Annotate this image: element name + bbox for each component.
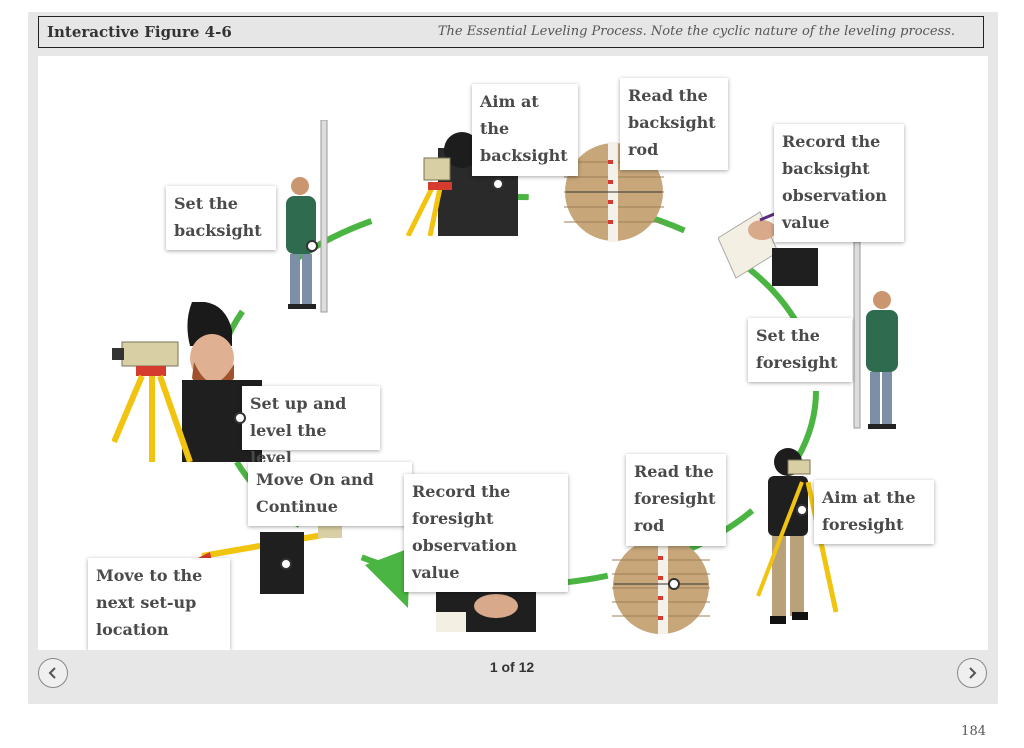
setup-level-observer-photo <box>112 302 262 462</box>
move-on-photo <box>198 526 342 594</box>
aim-foresight-observer-photo <box>756 448 839 624</box>
next-button[interactable] <box>957 658 987 688</box>
foresight-rod-reading-photo <box>612 540 710 634</box>
page-number: 184 <box>961 724 986 739</box>
step-aim-backsight[interactable]: Aim at the backsight <box>472 84 578 176</box>
step-marker-setup-level[interactable] <box>234 412 246 424</box>
step-move-on[interactable]: Move On and Continue <box>248 462 412 526</box>
step-set-backsight[interactable]: Set the backsight <box>166 186 276 250</box>
step-aim-foresight[interactable]: Aim at the foresight <box>814 480 934 544</box>
chevron-right-icon <box>969 667 977 679</box>
step-record-foresight[interactable]: Record the foresight observation value <box>404 474 568 592</box>
step-record-backsight[interactable]: Record the backsight observation value <box>774 124 904 242</box>
figure-caption: The Essential Leveling Process. Note the… <box>437 24 955 39</box>
step-read-foresight[interactable]: Read the foresight rod <box>626 454 726 546</box>
step-setup-level[interactable]: Set up and level the level <box>242 386 380 467</box>
step-marker-aim-backsight[interactable] <box>492 178 504 190</box>
slide-counter: 1 of 12 <box>489 659 535 675</box>
step-marker-read-foresight[interactable] <box>668 578 680 590</box>
step-move-next[interactable]: Move to the next set-up location <box>88 558 230 650</box>
step-read-backsight[interactable]: Read the backsight rod <box>620 78 728 170</box>
figure-header: Interactive Figure 4-6 The Essential Lev… <box>38 16 984 48</box>
figure-title: Interactive Figure 4-6 <box>47 23 232 41</box>
figure-canvas: Aim at the backsight Read the backsight … <box>38 56 988 650</box>
backsight-rod-person-photo <box>286 120 328 313</box>
record-backsight-photo <box>718 208 818 286</box>
previous-button[interactable] <box>38 658 68 688</box>
step-marker-move-on[interactable] <box>280 558 292 570</box>
cycle-arrowhead <box>365 548 410 608</box>
step-marker-aim-foresight[interactable] <box>796 504 808 516</box>
step-set-foresight[interactable]: Set the foresight <box>748 318 852 382</box>
foresight-rod-person-photo <box>853 242 898 429</box>
record-foresight-photo <box>436 590 536 632</box>
chevron-left-icon <box>48 667 56 679</box>
step-marker-set-backsight[interactable] <box>306 240 318 252</box>
